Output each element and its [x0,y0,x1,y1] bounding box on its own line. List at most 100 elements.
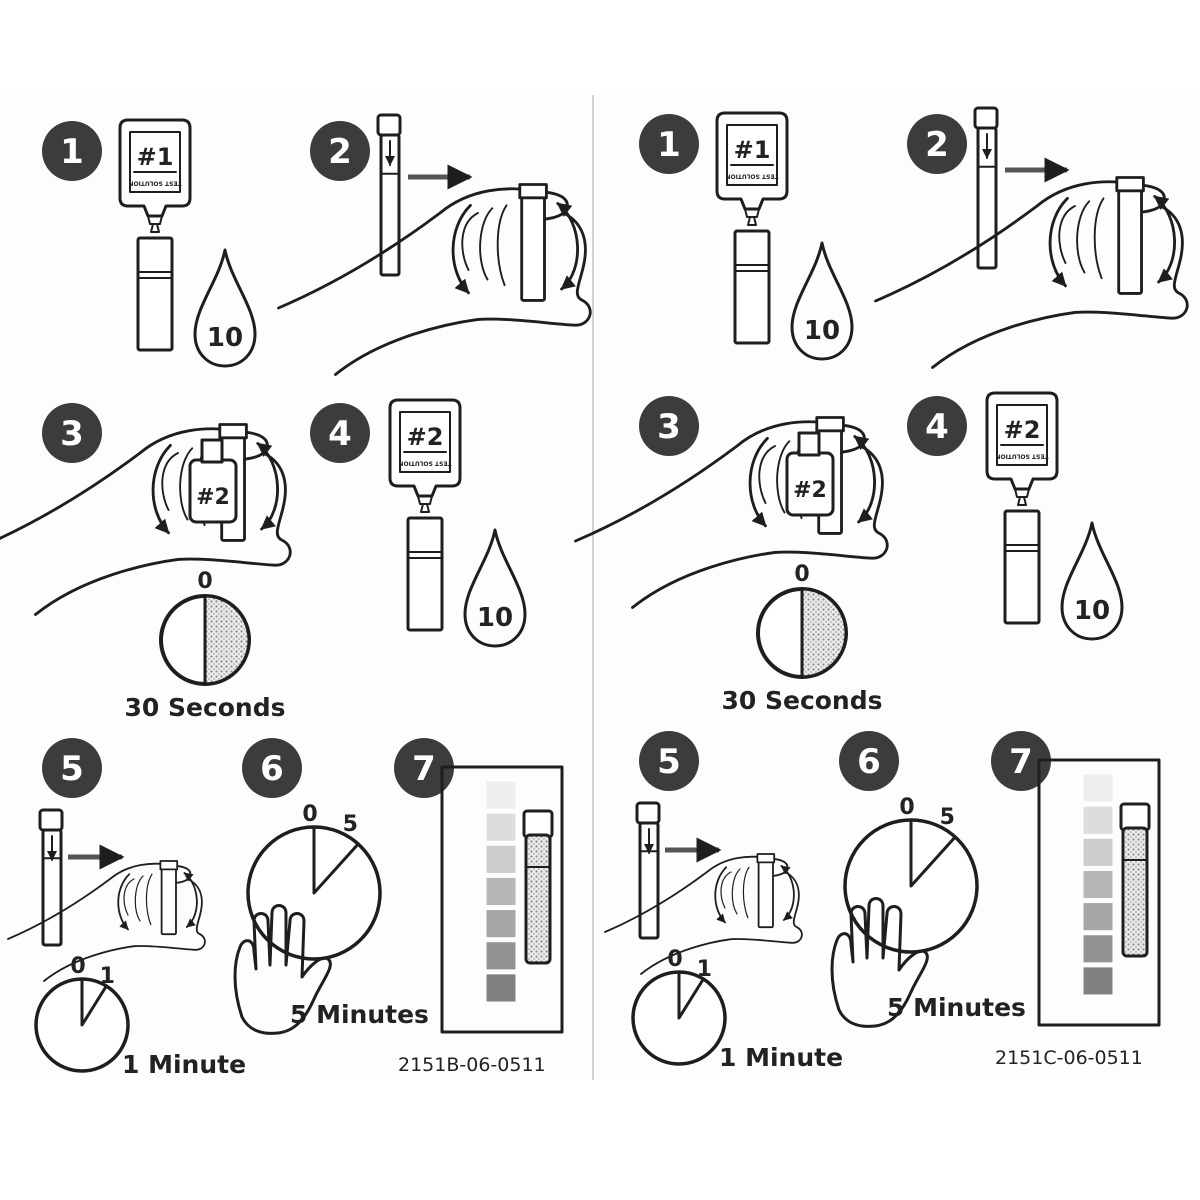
step-badge: 4 [310,403,370,463]
bottle-number: #2 [407,423,444,451]
color-swatch [485,780,517,810]
color-swatch [1082,773,1114,803]
step-badge-circle [639,114,699,174]
timer-elapsed-half [800,587,848,679]
shake-arrow [714,866,728,924]
tube-in-hand [160,866,177,936]
step-badge-circle [310,403,370,463]
shake-arrow [748,436,769,528]
timer-start-mark: 0 [302,802,317,827]
step-number: 6 [260,749,284,789]
step-number: 1 [60,132,84,172]
drop-count: 10 [804,316,840,346]
timer-caption: 30 Seconds [124,693,285,722]
hand-holding-tube [574,416,889,609]
bottle-number: #1 [137,143,174,171]
comparator-frame [1037,758,1161,1027]
shake-arrow [780,865,795,921]
sample-tube-cap [1119,802,1151,832]
timer-caption: 5 Minutes [887,993,1026,1022]
step-number: 3 [657,407,681,447]
step-badge: 7 [394,738,454,798]
bottle-tip [417,495,433,505]
hand-outline [0,427,292,616]
timer-start-mark: 0 [667,947,682,972]
bottle-number: #2 [793,478,827,503]
bottle-number: #1 [734,136,771,164]
drop-count: 10 [207,323,243,353]
tube-cap [518,183,548,200]
bottle-in-hand: #2 [188,438,238,524]
shake-arrow [151,443,172,535]
timer-end-mark: 1 [697,957,712,982]
step-badge: 1 [639,114,699,174]
test-tube [733,229,771,345]
step-badge-circle [639,396,699,456]
step-badge-circle [907,114,967,174]
tube-cap [1115,176,1145,193]
timer-hand [312,825,360,895]
timer-start-mark: 0 [70,954,85,979]
drop-shape [1060,521,1124,641]
hand-holding-tube [7,860,206,982]
timer-start-mark: 0 [899,795,914,820]
step-number: 7 [1009,742,1033,782]
color-swatch [485,941,517,971]
step-badge: 3 [42,403,102,463]
bottle-tip [147,215,163,225]
step-badge-circle [42,738,102,798]
comparator-frame [440,765,564,1034]
color-swatch [1082,934,1114,964]
step-badge: 4 [907,396,967,456]
bottle-label-frame [399,411,451,473]
timer-elapsed-half [203,594,251,686]
color-swatch [485,973,517,1003]
timer-start-mark: 0 [794,562,809,587]
test-tube [406,516,444,632]
color-swatch [485,812,517,842]
tube-cap [218,423,248,440]
sample-tube [1121,826,1149,958]
drop-count-icon: 10 [463,528,527,648]
capped-tube [38,808,64,947]
color-comparator [440,765,564,1034]
drip-drop [150,223,160,233]
bottle-label-text: TEST SOLUTION [725,173,778,180]
step-badge: 6 [242,738,302,798]
drip-drop [747,216,757,226]
step-badge-circle [42,121,102,181]
hand-holding-tube [604,853,803,975]
timer-end-mark: 1 [100,964,115,989]
capped-tube [376,113,402,277]
color-swatch [485,909,517,939]
tube-in-hand [757,859,774,929]
tube [379,133,401,277]
bottle-label-text: TEST SOLUTION [128,180,181,187]
stop-hand-icon [233,904,332,1035]
drop-shape [193,248,257,368]
bottle-label-frame [726,124,778,186]
fingers [461,204,508,287]
drop-count: 10 [1074,596,1110,626]
fingers [123,873,153,926]
tube-cap [815,416,845,433]
step-number: 2 [328,132,352,172]
step-badge: 7 [991,731,1051,791]
product-code: 2151B-06-0511 [398,1054,546,1076]
step-number: 7 [412,749,436,789]
tube-cap [159,860,179,871]
color-swatch [1082,837,1114,867]
step-number: 4 [925,407,949,447]
color-swatch [1082,966,1114,996]
step-number: 6 [857,742,881,782]
shake-arrow [451,203,472,295]
shake-arrow [1048,196,1069,288]
timer-30-seconds: 030 Seconds [124,569,285,722]
step-badge-circle [42,403,102,463]
